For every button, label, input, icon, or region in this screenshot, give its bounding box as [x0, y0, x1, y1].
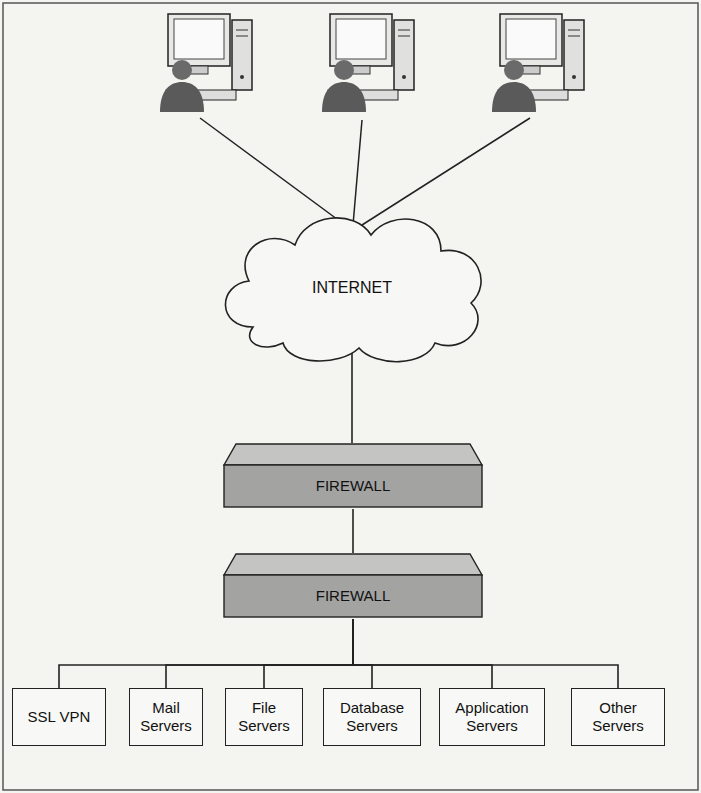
node-label: FIREWALL: [222, 477, 484, 495]
node-label: File Servers: [230, 699, 298, 735]
server-box: SSL VPN: [12, 688, 106, 746]
network-link: [166, 619, 353, 688]
network-link: [353, 619, 618, 688]
node-label: INTERNET: [312, 279, 392, 297]
workstation-icon: [160, 14, 252, 112]
firewall-outline: [222, 443, 484, 509]
network-link: [353, 619, 492, 688]
node-label: FIREWALL: [222, 587, 484, 605]
internet-cloud: INTERNET: [213, 205, 491, 370]
node-label: Mail Servers: [134, 699, 198, 735]
firewall-outline: [222, 553, 484, 619]
network-link: [352, 509, 354, 553]
node-label: Other Servers: [576, 699, 660, 735]
workstation-icon: [492, 14, 584, 112]
server-box: File Servers: [225, 688, 303, 746]
network-link: [351, 350, 353, 443]
server-box: Mail Servers: [129, 688, 203, 746]
network-link: [264, 619, 353, 688]
firewall-device: FIREWALL: [222, 553, 484, 619]
node-label: Database Servers: [328, 699, 416, 735]
server-box: Database Servers: [323, 688, 421, 746]
node-label: Application Servers: [444, 699, 540, 735]
network-link: [59, 619, 353, 688]
node-label: SSL VPN: [28, 708, 91, 726]
server-box: Application Servers: [439, 688, 545, 746]
firewall-device: FIREWALL: [222, 443, 484, 509]
workstation-icon: [322, 14, 414, 112]
server-box: Other Servers: [571, 688, 665, 746]
network-link: [353, 619, 372, 688]
workstation-links: [200, 118, 530, 225]
